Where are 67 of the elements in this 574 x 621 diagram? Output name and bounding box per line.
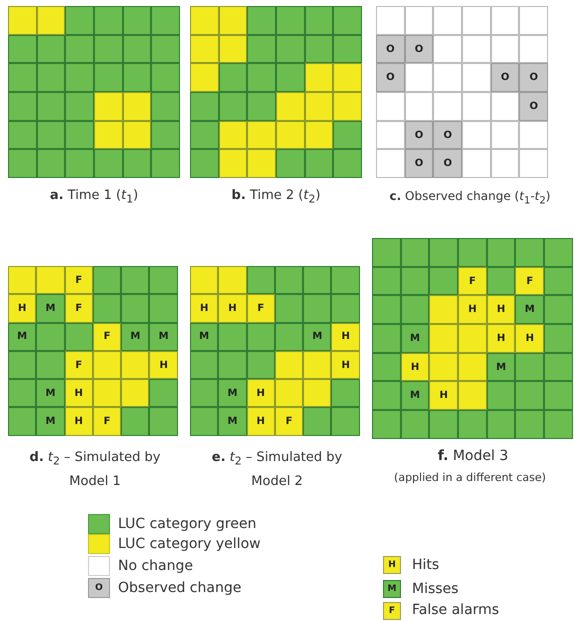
legend-swatch: O bbox=[88, 578, 110, 598]
panel-caption: a. Time 1 (t$_{1}$) bbox=[48, 187, 140, 208]
grid-cell: H bbox=[149, 350, 178, 380]
panel-caption: d. t$_{2}$ – Simulated by Model 1 bbox=[28, 449, 162, 491]
panel-caption: b. Time 2 (t$_{2}$) bbox=[230, 187, 322, 208]
grid-cell: O bbox=[519, 92, 548, 121]
grid-cell: O bbox=[376, 34, 405, 64]
panel-caption: c. Observed change (t$_{1}$-t$_{2}$) bbox=[388, 188, 552, 208]
grid-cell: F bbox=[274, 407, 304, 436]
grid-cell: H bbox=[218, 294, 247, 323]
grid-cell: O bbox=[404, 149, 434, 178]
grid-cell: H bbox=[515, 324, 544, 353]
legend-swatch: M bbox=[383, 580, 401, 598]
grid-cell: H bbox=[64, 379, 93, 408]
grid-cell: F bbox=[458, 266, 487, 296]
grid-cell: F bbox=[64, 266, 93, 294]
grid-cell: O bbox=[404, 120, 434, 150]
legend-label: Misses bbox=[412, 580, 458, 599]
grid-cell: O bbox=[433, 120, 462, 150]
panel-caption: (applied in a different case) bbox=[393, 470, 547, 486]
legend-label: False alarms bbox=[412, 601, 500, 620]
legend-label: Observed change bbox=[118, 579, 242, 598]
grid-cell: M bbox=[218, 407, 247, 436]
grid-cell: O bbox=[404, 34, 434, 64]
grid-cell: H bbox=[486, 295, 516, 324]
grid-cell: M bbox=[218, 379, 247, 408]
grid-cell: M bbox=[515, 295, 544, 324]
grid-cell: M bbox=[149, 322, 178, 351]
grid-cell: H bbox=[8, 294, 36, 323]
grid-cell: H bbox=[331, 322, 360, 351]
panel-caption: f. Model 3 bbox=[436, 447, 510, 466]
grid-cell: F bbox=[92, 407, 122, 436]
grid-cell: H bbox=[486, 324, 516, 353]
grid-cell: M bbox=[36, 294, 65, 323]
grid-cell: M bbox=[303, 322, 332, 351]
grid-cell: H bbox=[429, 381, 458, 410]
grid-cell: H bbox=[246, 407, 275, 436]
grid-cell: M bbox=[190, 322, 218, 351]
legend-label: No change bbox=[118, 557, 194, 576]
grid-cell: M bbox=[36, 407, 65, 436]
grid-cell: O bbox=[376, 63, 405, 92]
grid-cell: O bbox=[519, 63, 548, 92]
grid-cell: M bbox=[121, 322, 150, 351]
grid-cell: H bbox=[458, 295, 487, 324]
grid-cell: O bbox=[490, 63, 520, 92]
grid-cell: F bbox=[64, 294, 93, 323]
grid-cell: H bbox=[246, 379, 275, 408]
legend-label: LUC category yellow bbox=[118, 535, 261, 554]
panel-caption: e. t$_{2}$ – Simulated by Model 2 bbox=[210, 449, 344, 491]
grid-cell: M bbox=[36, 379, 65, 408]
grid-cell: H bbox=[190, 294, 218, 323]
grid-cell: O bbox=[433, 149, 462, 178]
grid-cell: M bbox=[8, 322, 36, 351]
legend-label: Hits bbox=[412, 556, 440, 575]
legend-swatch: F bbox=[383, 602, 401, 620]
grid-cell: F bbox=[64, 350, 93, 380]
legend-swatch: H bbox=[383, 556, 401, 574]
legend-label: LUC category green bbox=[118, 515, 256, 534]
grid-cell: M bbox=[400, 381, 430, 410]
grid-cell: F bbox=[515, 266, 544, 296]
grid-cell: F bbox=[246, 294, 275, 323]
grid-cell: M bbox=[400, 324, 430, 353]
grid-cell: H bbox=[400, 352, 430, 382]
grid-cell: H bbox=[64, 407, 93, 436]
grid-cell: F bbox=[92, 322, 122, 351]
grid-cell: M bbox=[486, 352, 516, 382]
grid-cell: H bbox=[331, 350, 360, 380]
